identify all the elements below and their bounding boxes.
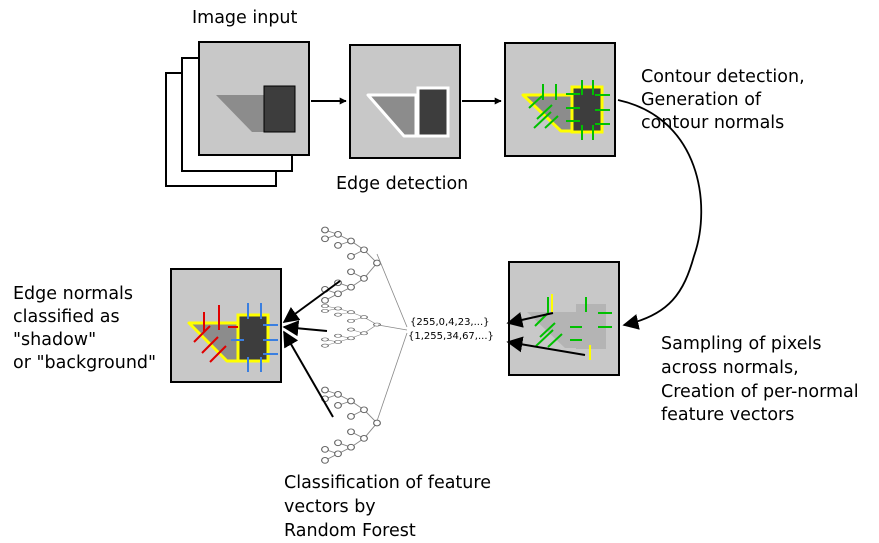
- label-edge-normals-line-3: "shadow": [13, 330, 97, 350]
- label-classification-line-3: Random Forest: [284, 521, 416, 541]
- label-sampling-line-3: Creation of per-normal: [661, 382, 859, 402]
- edge-detection-panel: [349, 44, 461, 159]
- label-classification-line-2: vectors by: [284, 497, 376, 517]
- contour-panel: [504, 42, 616, 157]
- label-edge-normals-line-4: or "background": [13, 353, 157, 373]
- arrow-tree1-to-result: [282, 280, 341, 323]
- label-image-input: Image input: [192, 8, 298, 28]
- shadow-shape: [216, 95, 264, 132]
- feature-vector-2: {1,255,34,67,...}: [408, 331, 494, 342]
- background-normals: [231, 303, 278, 372]
- decision-tree-2: [321, 303, 381, 348]
- label-sampling-line-4: feature vectors: [661, 405, 795, 425]
- shadow-normals: [193, 305, 238, 363]
- sampling-normals: [534, 297, 612, 348]
- label-sampling-line-1: Sampling of pixels: [661, 334, 822, 354]
- label-contour-line-3: contour normals: [641, 113, 785, 133]
- random-forest: [321, 226, 408, 464]
- arrow-tree3-to-result: [283, 330, 334, 418]
- result-panel: [170, 268, 282, 383]
- label-sampling-line-2: across normals,: [661, 358, 799, 378]
- label-classification-line-1: Classification of feature: [284, 473, 491, 493]
- decision-tree-1: [321, 226, 381, 304]
- feature-vector-1: {255,0,4,23,...}: [410, 317, 490, 328]
- label-edge-normals-line-1: Edge normals: [13, 284, 134, 304]
- label-edge-detection: Edge detection: [336, 174, 469, 194]
- label-contour-line-2: Generation of: [641, 90, 762, 110]
- contour-normals: [528, 80, 610, 140]
- object-shape: [263, 85, 296, 133]
- label-contour-line-1: Contour detection,: [641, 67, 805, 87]
- arrow-tree2-to-result: [282, 320, 328, 337]
- label-edge-normals-line-2: classified as: [13, 307, 120, 327]
- arrow-contour-to-sampling: [617, 99, 703, 330]
- input-image-stack: [165, 41, 310, 187]
- decision-tree-3: [321, 386, 381, 464]
- arrow-sampling-to-vector-1: [506, 312, 554, 328]
- arrow-sampling-to-vector-2: [506, 336, 586, 356]
